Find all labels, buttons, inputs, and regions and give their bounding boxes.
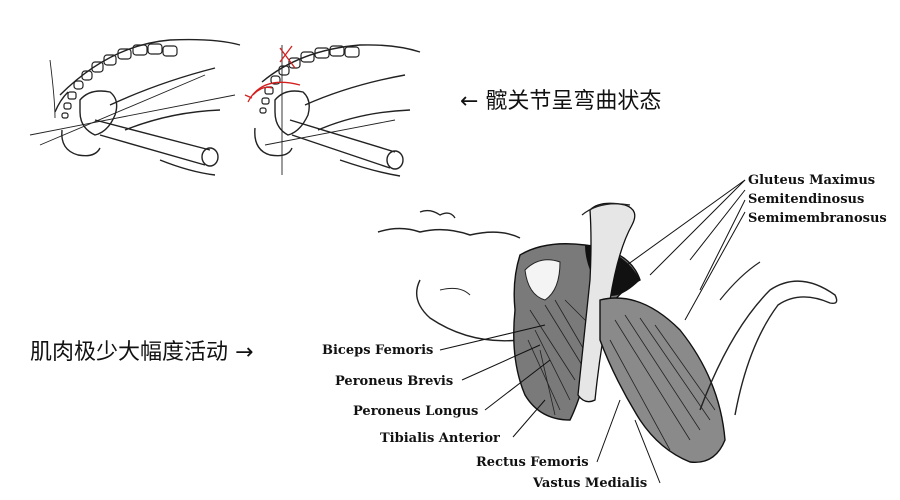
leg-muscle-drawing <box>377 202 838 464</box>
hip-sketch-right <box>254 44 421 177</box>
hip-sketch-left <box>29 38 241 176</box>
label-rectus-femoris: Rectus Femoris <box>476 455 589 470</box>
label-peroneus-longus: Peroneus Longus <box>353 404 478 419</box>
leader-lines <box>439 179 746 484</box>
label-peroneus-brevis: Peroneus Brevis <box>335 374 453 389</box>
muscle-labels: Gluteus Maximus Semitendinosus Semimembr… <box>322 173 887 491</box>
hip-flexion-caption: ← 髋关节呈弯曲状态 <box>460 89 662 114</box>
label-biceps-femoris: Biceps Femoris <box>322 343 433 358</box>
label-semimembranosus: Semimembranosus <box>748 211 887 226</box>
red-arc-highlight <box>244 45 301 103</box>
label-vastus-medialis: Vastus Medialis <box>532 476 647 491</box>
label-tibialis-anterior: Tibialis Anterior <box>380 431 500 446</box>
label-gluteus-maximus: Gluteus Maximus <box>748 173 875 188</box>
label-semitendinosus: Semitendinosus <box>748 192 864 207</box>
muscle-motion-caption: 肌肉极少大幅度活动 → <box>30 340 254 365</box>
